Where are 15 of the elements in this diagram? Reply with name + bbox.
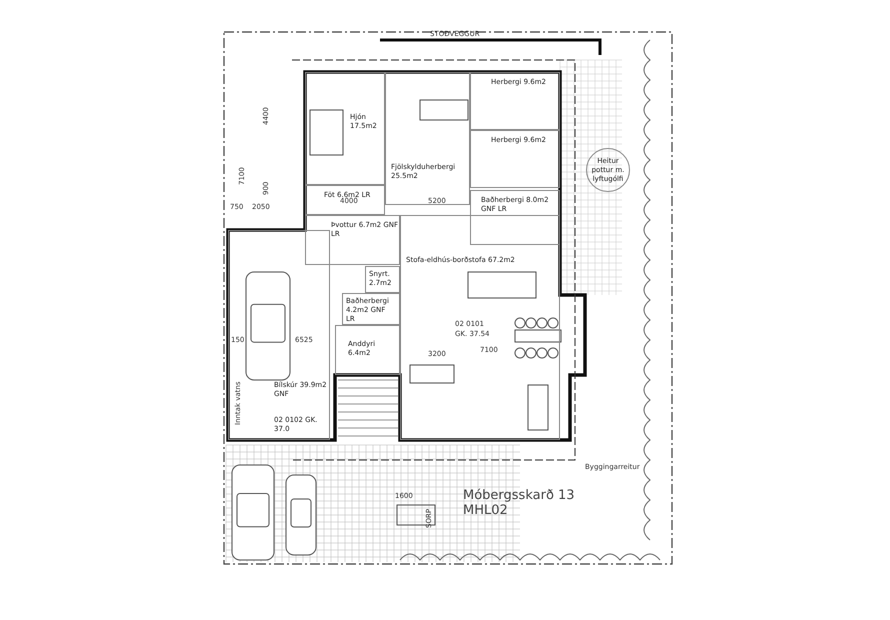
room-outline [470, 190, 560, 245]
unit-label: MHL02 [463, 503, 508, 518]
address-label: Móbergsskarð 13 [463, 488, 575, 503]
room-outline [470, 72, 560, 130]
room-outline [228, 230, 330, 440]
room-outline [365, 266, 400, 293]
room-outline [385, 72, 470, 205]
room-outline [470, 130, 560, 188]
room-outline [305, 185, 385, 215]
room-outline [342, 293, 400, 325]
room-outline [305, 215, 400, 265]
hot-tub-outline [586, 148, 630, 192]
room-outline [335, 325, 400, 375]
room-outline [400, 215, 560, 440]
room-outline [305, 72, 385, 185]
